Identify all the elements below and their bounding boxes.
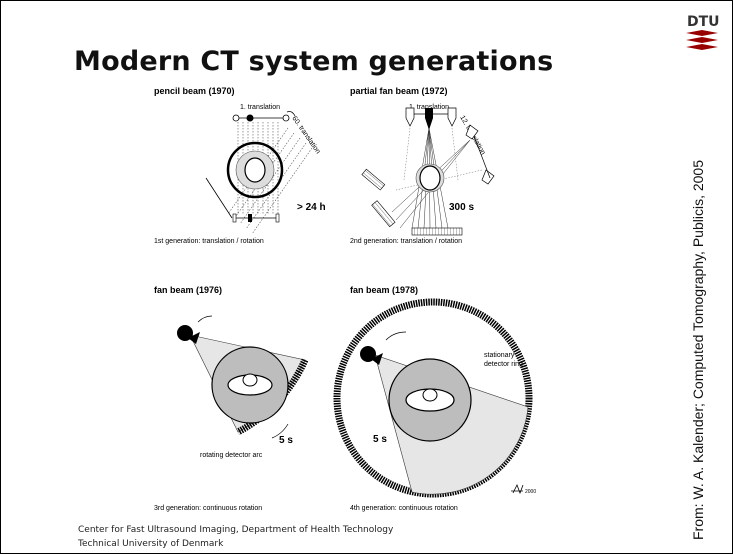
panel-fourth-generation: fan beam (1978) stationary detector ring… (333, 285, 536, 512)
panel1-head (244, 157, 266, 183)
panel2-translation-first: 1. translation (409, 104, 449, 111)
panel2-detector-array (361, 168, 463, 236)
panel3-detector-label: rotating detector arc (200, 452, 263, 459)
panel4-tube (360, 346, 376, 362)
panel1-scan-time: > 24 h (297, 202, 326, 213)
panel2-head (419, 165, 441, 191)
panel2-caption: 2nd generation: translation / rotation (350, 238, 462, 245)
artist-signature (511, 484, 524, 495)
panel1-translation-last: 60. translation (290, 115, 321, 155)
footer-line-2: Technical University of Denmark (78, 539, 224, 549)
panel1-heading: pencil beam (1970) (154, 86, 235, 96)
panel-first-generation: pencil beam (1970) 1. translation 60. tr… (154, 86, 326, 245)
panel-second-generation: partial fan beam (1972) 1. translation 1… (350, 86, 495, 245)
footer-line-1: Center for Fast Ultrasound Imaging, Depa… (78, 525, 394, 535)
panel2-heading: partial fan beam (1972) (350, 86, 448, 96)
panel4-caption: 4th generation: continuous rotation (350, 505, 458, 512)
panel1-detector (248, 214, 252, 222)
panel1-caption: 1st generation: translation / rotation (154, 238, 264, 245)
panel4-heading: fan beam (1978) (350, 285, 418, 295)
panel3-scan-time: 5 s (279, 435, 293, 446)
logo-text: DTU (687, 14, 720, 30)
panel4-label-line1: stationary (484, 352, 515, 359)
panel4-scan-time: 5 s (373, 434, 387, 445)
slide-title: Modern CT system generations (74, 46, 554, 77)
panel3-heading: fan beam (1976) (154, 285, 222, 295)
panel3-tube (177, 325, 193, 341)
panel2-tube (425, 108, 433, 130)
panel1-tube (246, 114, 254, 122)
panel1-translation-first: 1. translation (240, 104, 280, 111)
panel1-gantry (226, 141, 284, 199)
panel3-caption: 3rd generation: continuous rotation (154, 505, 262, 512)
panel2-scan-time: 300 s (449, 202, 474, 213)
panel-third-generation: fan beam (1976) 5 s rotating detector ar… (154, 285, 309, 512)
signature-year: 2000 (525, 489, 536, 495)
panel4-label-line2: detector ring (484, 361, 523, 368)
dtu-logo: DTU (686, 14, 720, 50)
logo-mark (686, 30, 718, 50)
